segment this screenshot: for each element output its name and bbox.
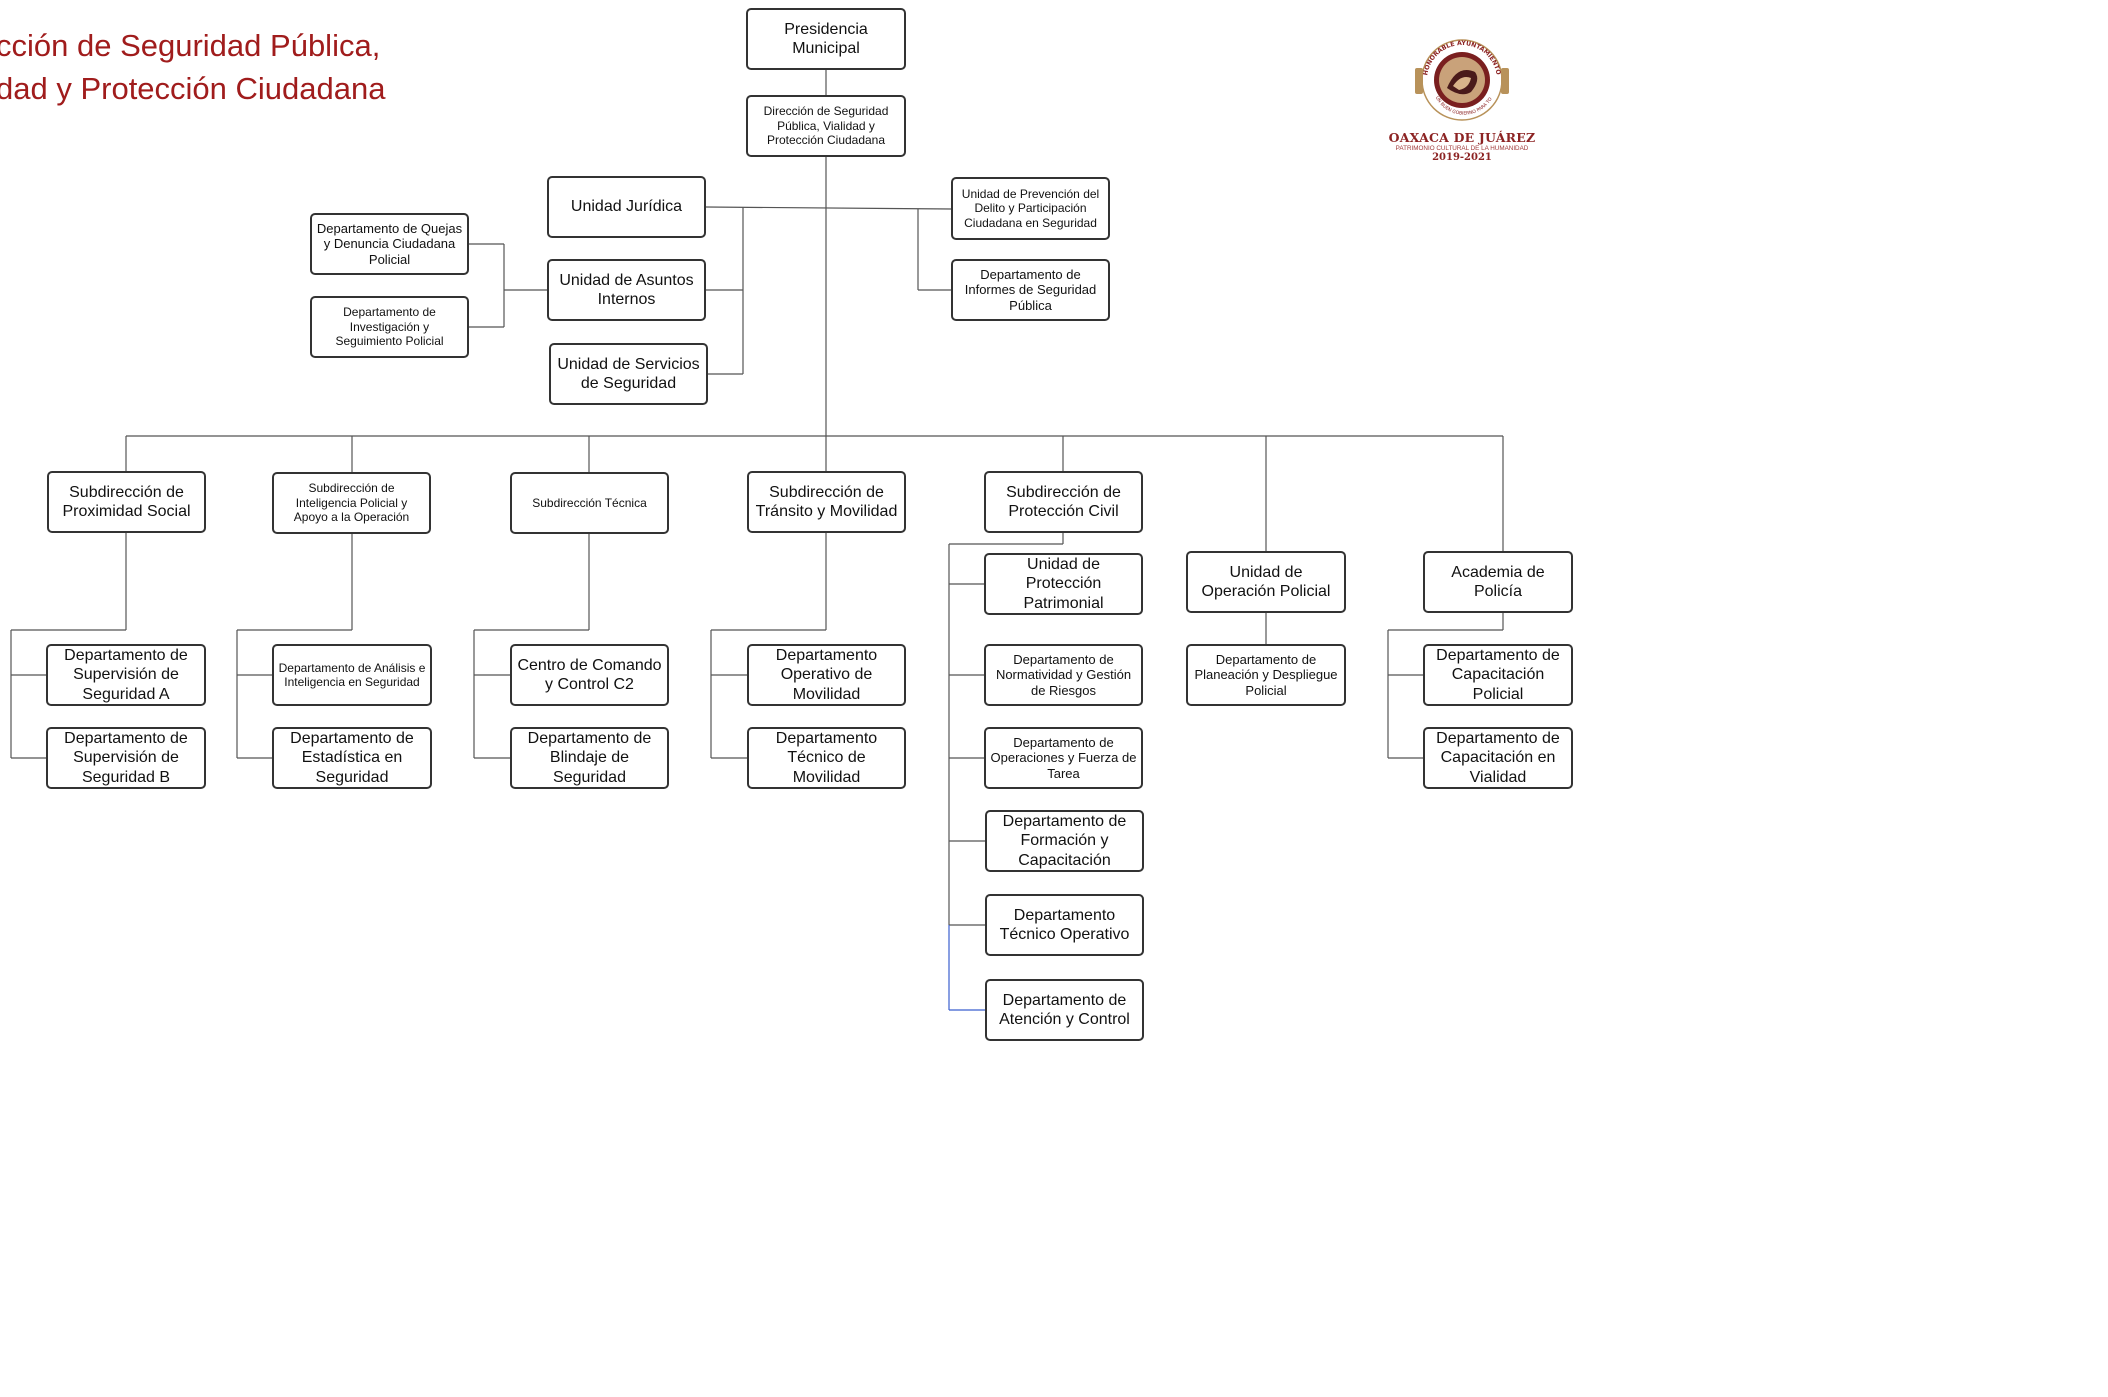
connector-lines [10,69,1504,1011]
page-title-line-1: cción de Seguridad Pública, [0,28,381,63]
node-direccion[interactable]: Dirección de Seguridad Pública, Vialidad… [746,95,906,157]
node-unidad-servicios[interactable]: Unidad de Servicios de Seguridad [549,343,708,405]
node-depto-planeacion[interactable]: Departamento de Planeación y Despliegue … [1186,644,1346,706]
logo-city: OAXACA DE JUÁREZ [1388,130,1536,145]
node-depto-formacion[interactable]: Departamento de Formación y Capacitación [985,810,1144,872]
node-sub-proximidad[interactable]: Subdirección de Proximidad Social [47,471,206,533]
node-depto-tecnico-operativo[interactable]: Departamento Técnico Operativo [985,894,1144,956]
node-depto-atencion[interactable]: Departamento de Atención y Control [985,979,1144,1041]
node-unidad-juridica[interactable]: Unidad Jurídica [547,176,706,238]
node-unidad-asuntos-internos[interactable]: Unidad de Asuntos Internos [547,259,706,321]
node-sub-inteligencia[interactable]: Subdirección de Inteligencia Policial y … [272,472,431,534]
node-centro-comando[interactable]: Centro de Comando y Control C2 [510,644,669,706]
page-title: cción de Seguridad Pública, dad y Protec… [0,24,385,110]
node-unidad-operacion[interactable]: Unidad de Operación Policial [1186,551,1346,613]
logo-subtitle: PATRIMONIO CULTURAL DE LA HUMANIDAD [1395,145,1529,152]
page-title-line-2: dad y Protección Ciudadana [0,71,386,106]
node-depto-quejas[interactable]: Departamento de Quejas y Denuncia Ciudad… [310,213,469,275]
node-depto-operaciones[interactable]: Departamento de Operaciones y Fuerza de … [984,727,1143,789]
node-sub-transito[interactable]: Subdirección de Tránsito y Movilidad [747,471,906,533]
node-unidad-prevencion[interactable]: Unidad de Prevención del Delito y Partic… [951,177,1110,240]
node-depto-estadistica[interactable]: Departamento de Estadística en Seguridad [272,727,432,789]
node-sub-tecnica[interactable]: Subdirección Técnica [510,472,669,534]
node-depto-supervision-a[interactable]: Departamento de Supervisión de Seguridad… [46,644,206,706]
node-sub-proteccion-civil[interactable]: Subdirección de Protección Civil [984,471,1143,533]
node-depto-tecnico-movilidad[interactable]: Departamento Técnico de Movilidad [747,727,906,789]
node-depto-blindaje[interactable]: Departamento de Blindaje de Seguridad [510,727,669,789]
node-depto-investigacion[interactable]: Departamento de Investigación y Seguimie… [310,296,469,358]
node-depto-operativo-movilidad[interactable]: Departamento Operativo de Movilidad [747,644,906,706]
logo-years: 2019-2021 [1432,152,1492,163]
node-presidencia[interactable]: Presidencia Municipal [746,8,906,70]
node-depto-capacitacion-policial[interactable]: Departamento de Capacitación Policial [1423,644,1573,706]
node-depto-normatividad[interactable]: Departamento de Normatividad y Gestión d… [984,644,1143,706]
node-academia[interactable]: Academia de Policía [1423,551,1573,613]
oaxaca-logo: HONORABLE AYUNTAMIENTO UN BUEN GOBIERNO … [1382,28,1542,178]
node-depto-analisis[interactable]: Departamento de Análisis e Inteligencia … [272,644,432,706]
node-unidad-proteccion-patrimonial[interactable]: Unidad de Protección Patrimonial [984,553,1143,615]
node-depto-capacitacion-vialidad[interactable]: Departamento de Capacitación en Vialidad [1423,727,1573,789]
coat-of-arms-icon: HONORABLE AYUNTAMIENTO UN BUEN GOBIERNO … [1407,28,1509,121]
node-depto-supervision-b[interactable]: Departamento de Supervisión de Seguridad… [46,727,206,789]
node-depto-informes[interactable]: Departamento de Informes de Seguridad Pú… [951,259,1110,321]
